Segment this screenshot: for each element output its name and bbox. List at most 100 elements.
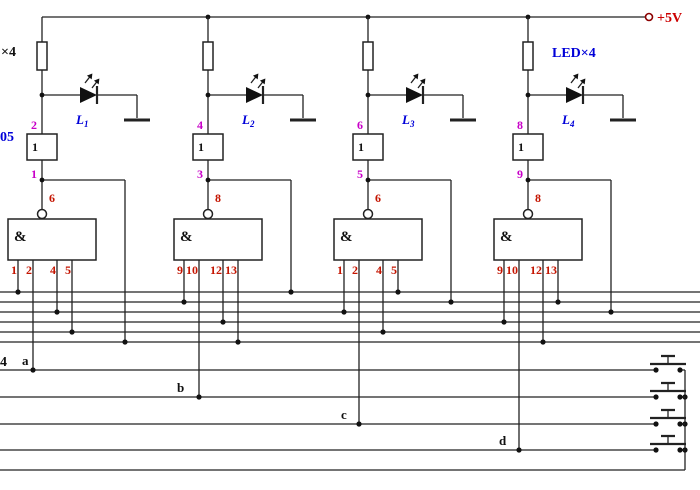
resistor-icon bbox=[36, 41, 48, 71]
led-emission-arrows-icon bbox=[410, 73, 426, 89]
inverter-symbol: 1 bbox=[198, 140, 204, 154]
junction-dot bbox=[365, 92, 371, 98]
led-label: L3 bbox=[401, 112, 415, 129]
nand-input-pin: 4 bbox=[376, 263, 382, 277]
nand-input-pin: 13 bbox=[225, 263, 237, 277]
ground-return-wires bbox=[0, 370, 686, 471]
pushbutton-switch-a bbox=[650, 354, 686, 373]
inverter-box bbox=[512, 133, 544, 161]
nand-input-pin: 1 bbox=[11, 263, 17, 277]
junction-dot bbox=[525, 92, 531, 98]
nand-output-pin: 8 bbox=[215, 191, 221, 205]
chip-label: 05 bbox=[0, 130, 14, 145]
nand-output-bubble-icon bbox=[202, 208, 214, 220]
nand-box bbox=[493, 218, 583, 261]
inverter-box bbox=[26, 133, 58, 161]
junction-dot bbox=[525, 177, 531, 183]
nand-input-pin: 9 bbox=[177, 263, 183, 277]
nand-input-pin: 5 bbox=[391, 263, 397, 277]
inverter-top-pin: 8 bbox=[517, 118, 523, 132]
inverter-symbol: 1 bbox=[518, 140, 524, 154]
stage-wires bbox=[527, 17, 624, 210]
nand-input-pin: 10 bbox=[186, 263, 198, 277]
nand-input-pin: 12 bbox=[210, 263, 222, 277]
resistor-icon bbox=[362, 41, 374, 71]
nand-input-pin: 5 bbox=[65, 263, 71, 277]
inverter-top-pin: 4 bbox=[197, 118, 203, 132]
inverter-top-pin: 2 bbox=[31, 118, 37, 132]
led-label: L4 bbox=[561, 112, 575, 129]
stage-wires bbox=[367, 17, 464, 210]
junction-dot bbox=[39, 177, 45, 183]
led-group-label: LED×4 bbox=[552, 46, 596, 61]
led-diode-icon bbox=[566, 87, 583, 103]
nand-output-pin: 6 bbox=[375, 191, 381, 205]
inverter-box bbox=[352, 133, 384, 161]
nand-input-pin: 10 bbox=[506, 263, 518, 277]
nand-symbol: & bbox=[180, 229, 193, 245]
junction-dot bbox=[205, 177, 211, 183]
led-diode-icon bbox=[406, 87, 423, 103]
key-line-label-c: c bbox=[341, 407, 347, 422]
pushbutton-switch-b bbox=[650, 381, 686, 400]
nand-input-pin: 13 bbox=[545, 263, 557, 277]
stage-1: L1 2 1 1 6 & 1 2 4 5 bbox=[7, 17, 150, 277]
nand-box bbox=[7, 218, 97, 261]
nand-box bbox=[173, 218, 263, 261]
nand-input-pin: 9 bbox=[497, 263, 503, 277]
power-label: +5V bbox=[657, 11, 682, 26]
bus-lines bbox=[0, 291, 700, 471]
power-terminal-icon bbox=[644, 12, 654, 22]
led-label: L2 bbox=[241, 112, 255, 129]
led-emission-arrows-icon bbox=[84, 73, 100, 89]
stage-2-drop-wires bbox=[183, 180, 292, 397]
led-diode-icon bbox=[80, 87, 97, 103]
stage-3-drop-wires bbox=[343, 180, 452, 424]
led-emission-arrows-icon bbox=[570, 73, 586, 89]
nand-symbol: & bbox=[500, 229, 513, 245]
stage-1-drop-wires bbox=[17, 180, 126, 370]
nand-input-pin: 4 bbox=[50, 263, 56, 277]
inverter-box bbox=[192, 133, 224, 161]
pushbutton-switch-c bbox=[650, 408, 686, 427]
key-line-label-a: a bbox=[22, 353, 29, 368]
resistor-group-label: ×4 bbox=[1, 45, 16, 60]
key-line-label-b: b bbox=[177, 380, 184, 395]
nand-input-pin: 2 bbox=[26, 263, 32, 277]
nand-input-pin: 12 bbox=[530, 263, 542, 277]
inverter-bottom-pin: 3 bbox=[197, 167, 203, 181]
junction-dot bbox=[365, 177, 371, 183]
stage-wires bbox=[207, 17, 304, 210]
junction-dot bbox=[39, 92, 45, 98]
stage-3: L3 6 1 5 6 & 1 2 4 5 bbox=[333, 14, 476, 277]
nand-output-bubble-icon bbox=[362, 208, 374, 220]
inverter-symbol: 1 bbox=[358, 140, 364, 154]
pushbutton-switch-d bbox=[650, 434, 686, 453]
nand-output-bubble-icon bbox=[36, 208, 48, 220]
led-label: L1 bbox=[75, 112, 88, 129]
nand-output-pin: 6 bbox=[49, 191, 55, 205]
inverter-top-pin: 6 bbox=[357, 118, 363, 132]
nand-input-pin: 2 bbox=[352, 263, 358, 277]
nand-symbol: & bbox=[340, 229, 353, 245]
nand-output-pin: 8 bbox=[535, 191, 541, 205]
key-line-wires bbox=[0, 369, 656, 451]
stage-4-drop-wires bbox=[503, 180, 612, 450]
inverter-symbol: 1 bbox=[32, 140, 38, 154]
nand-symbol: & bbox=[14, 229, 27, 245]
inverter-bottom-pin: 9 bbox=[517, 167, 523, 181]
led-diode-icon bbox=[246, 87, 263, 103]
led-emission-arrows-icon bbox=[250, 73, 266, 89]
nand-input-pin: 1 bbox=[337, 263, 343, 277]
inverter-bottom-pin: 5 bbox=[357, 167, 363, 181]
stage-4: L4 8 1 9 8 & 9 10 12 13 bbox=[493, 14, 636, 277]
bus-drops bbox=[15, 180, 614, 453]
stage-2: L2 4 1 3 8 & 9 10 12 13 bbox=[173, 14, 316, 277]
dense-bus-wires bbox=[0, 291, 700, 343]
resistor-icon bbox=[522, 41, 534, 71]
stage-wires bbox=[41, 17, 138, 210]
nand-box bbox=[333, 218, 423, 261]
resistor-icon bbox=[202, 41, 214, 71]
nand-output-bubble-icon bbox=[522, 208, 534, 220]
